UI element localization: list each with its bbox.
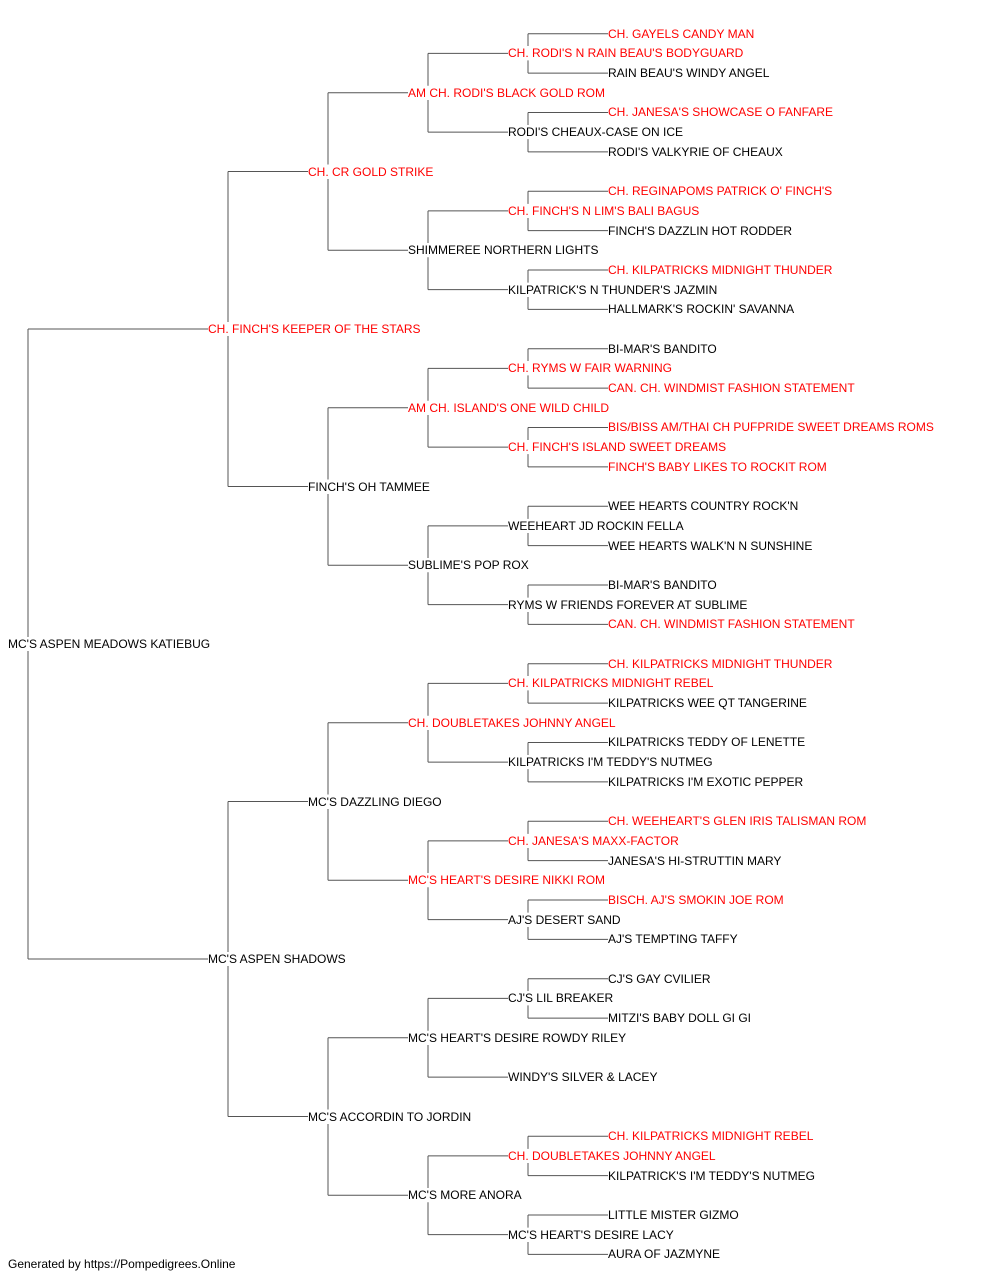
dog-name-sire-dam-sire-dam: CH. FINCH'S ISLAND SWEET DREAMS [508, 440, 729, 455]
dog-name-sire-sire-dam-sire-sire: CH. REGINAPOMS PATRICK O' FINCH'S [608, 184, 835, 199]
dog-name-dam-sire-dam-dam: AJ'S DESERT SAND [508, 912, 623, 927]
dog-name-dam-dam-dam-dam: MC'S HEART'S DESIRE LACY [508, 1227, 676, 1242]
dog-name-dam-dam-sire-sire-sire: CJ'S GAY CVILIER [608, 971, 713, 986]
dog-name-dam-sire-sire-sire-sire: CH. KILPATRICKS MIDNIGHT THUNDER [608, 656, 835, 671]
dog-name-sire-sire-sire-dam-sire: CH. JANESA'S SHOWCASE O FANFARE [608, 105, 835, 120]
dog-name-sire-sire-dam-sire: CH. FINCH'S N LIM'S BALI BAGUS [508, 203, 702, 218]
dog-name-dam-sire-sire-sire: CH. KILPATRICKS MIDNIGHT REBEL [508, 676, 716, 691]
dog-name-sire-sire-sire-dam-dam: RODI'S VALKYRIE OF CHEAUX [608, 144, 785, 159]
dog-name-dam-sire-sire-dam: KILPATRICKS I'M TEDDY'S NUTMEG [508, 755, 715, 770]
dog-name-sire-dam-dam: SUBLIME'S POP ROX [408, 558, 531, 573]
dog-name-dam-dam: MC'S ACCORDIN TO JORDIN [308, 1109, 474, 1124]
dog-name-dam-sire: MC'S DAZZLING DIEGO [308, 794, 444, 809]
dog-name-sire-dam-dam-sire: WEEHEART JD ROCKIN FELLA [508, 518, 686, 533]
dog-name-dam-sire-sire-dam-dam: KILPATRICKS I'M EXOTIC PEPPER [608, 774, 806, 789]
dog-name-sire-sire-dam-dam-sire: CH. KILPATRICKS MIDNIGHT THUNDER [608, 262, 835, 277]
dog-name-sire-sire-dam-sire-dam: FINCH'S DAZZLIN HOT RODDER [608, 223, 795, 238]
dog-name-dam-dam-dam-sire-dam: KILPATRICK'S I'M TEDDY'S NUTMEG [608, 1168, 817, 1183]
dog-name-sire-sire-dam-dam-dam: HALLMARK'S ROCKIN' SAVANNA [608, 302, 797, 317]
dog-name-dam-sire-dam-dam-dam: AJ'S TEMPTING TAFFY [608, 932, 740, 947]
dog-name-dam-sire-dam-sire-sire: CH. WEEHEART'S GLEN IRIS TALISMAN ROM [608, 814, 869, 829]
dog-name-dam-dam-dam-sire: CH. DOUBLETAKES JOHNNY ANGEL [508, 1148, 718, 1163]
dog-name-dam-sire-dam-sire: CH. JANESA'S MAXX-FACTOR [508, 833, 681, 848]
dog-name-sire-sire-sire-sire-sire: CH. GAYELS CANDY MAN [608, 26, 757, 41]
dog-name-sire-dam-dam-dam: RYMS W FRIENDS FOREVER AT SUBLIME [508, 597, 750, 612]
dog-name-subject: MC'S ASPEN MEADOWS KATIEBUG [8, 637, 213, 651]
dog-name-sire-sire-sire: AM CH. RODI'S BLACK GOLD ROM [408, 85, 607, 100]
generated-by-footer: Generated by https://Pompedigrees.Online [8, 1257, 236, 1271]
dog-name-sire-dam-dam-sire-dam: WEE HEARTS WALK'N N SUNSHINE [608, 538, 815, 553]
dog-name-sire-sire-dam-dam: KILPATRICK'S N THUNDER'S JAZMIN [508, 282, 720, 297]
dog-name-dam-dam-sire-dam: WINDY'S SILVER & LACEY [508, 1070, 660, 1085]
dog-name-dam-dam-sire-sire-dam: MITZI'S BABY DOLL GI GI [608, 1011, 753, 1026]
dog-name-sire-sire-sire-sire: CH. RODI'S N RAIN BEAU'S BODYGUARD [508, 46, 746, 61]
dog-name-dam-sire-dam: MC'S HEART'S DESIRE NIKKI ROM [408, 873, 608, 888]
dog-name-sire-dam: FINCH'S OH TAMMEE [308, 479, 432, 494]
dog-name-dam-dam-dam: MC'S MORE ANORA [408, 1188, 524, 1203]
dog-name-sire-dam-sire: AM CH. ISLAND'S ONE WILD CHILD [408, 400, 611, 415]
dog-name-dam-sire-sire-sire-dam: KILPATRICKS WEE QT TANGERINE [608, 696, 809, 711]
dog-name-sire-sire-sire-sire-dam: RAIN BEAU'S WINDY ANGEL [608, 66, 772, 81]
dog-name-sire-dam-sire-sire-sire: BI-MAR'S BANDITO [608, 341, 719, 356]
dog-name-sire: CH. FINCH'S KEEPER OF THE STARS [208, 322, 423, 336]
dog-name-dam-dam-dam-dam-sire: LITTLE MISTER GIZMO [608, 1207, 741, 1222]
dog-name-sire-dam-sire-dam-sire: BIS/BISS AM/THAI CH PUFPRIDE SWEET DREAM… [608, 420, 936, 435]
dog-name-sire-dam-sire-sire-dam: CAN. CH. WINDMIST FASHION STATEMENT [608, 381, 857, 396]
dog-name-sire-dam-dam-dam-dam: CAN. CH. WINDMIST FASHION STATEMENT [608, 617, 857, 632]
dog-name-dam-sire-dam-sire-dam: JANESA'S HI-STRUTTIN MARY [608, 853, 784, 868]
dog-name-dam-sire-dam-dam-sire: BISCH. AJ'S SMOKIN JOE ROM [608, 892, 786, 907]
dog-name-sire-dam-sire-sire: CH. RYMS W FAIR WARNING [508, 361, 675, 376]
dog-name-sire-sire-sire-dam: RODI'S CHEAUX-CASE ON ICE [508, 125, 685, 140]
dog-name-dam-dam-sire-sire: CJ'S LIL BREAKER [508, 991, 616, 1006]
dog-name-dam-dam-dam-sire-sire: CH. KILPATRICKS MIDNIGHT REBEL [608, 1129, 816, 1144]
dog-name-dam: MC'S ASPEN SHADOWS [208, 952, 348, 966]
dog-name-sire-dam-dam-sire-sire: WEE HEARTS COUNTRY ROCK'N [608, 499, 801, 514]
dog-name-dam-dam-dam-dam-dam: AURA OF JAZMYNE [608, 1247, 723, 1262]
dog-name-sire-sire-dam: SHIMMEREE NORTHERN LIGHTS [408, 243, 601, 258]
dog-name-sire-dam-sire-dam-dam: FINCH'S BABY LIKES TO ROCKIT ROM [608, 459, 829, 474]
dog-name-dam-sire-sire: CH. DOUBLETAKES JOHNNY ANGEL [408, 715, 618, 730]
dog-name-sire-dam-dam-dam-sire: BI-MAR'S BANDITO [608, 577, 719, 592]
dog-name-dam-sire-sire-dam-sire: KILPATRICKS TEDDY OF LENETTE [608, 735, 808, 750]
dog-name-sire-sire: CH. CR GOLD STRIKE [308, 164, 436, 179]
dog-name-dam-dam-sire: MC'S HEART'S DESIRE ROWDY RILEY [408, 1030, 629, 1045]
